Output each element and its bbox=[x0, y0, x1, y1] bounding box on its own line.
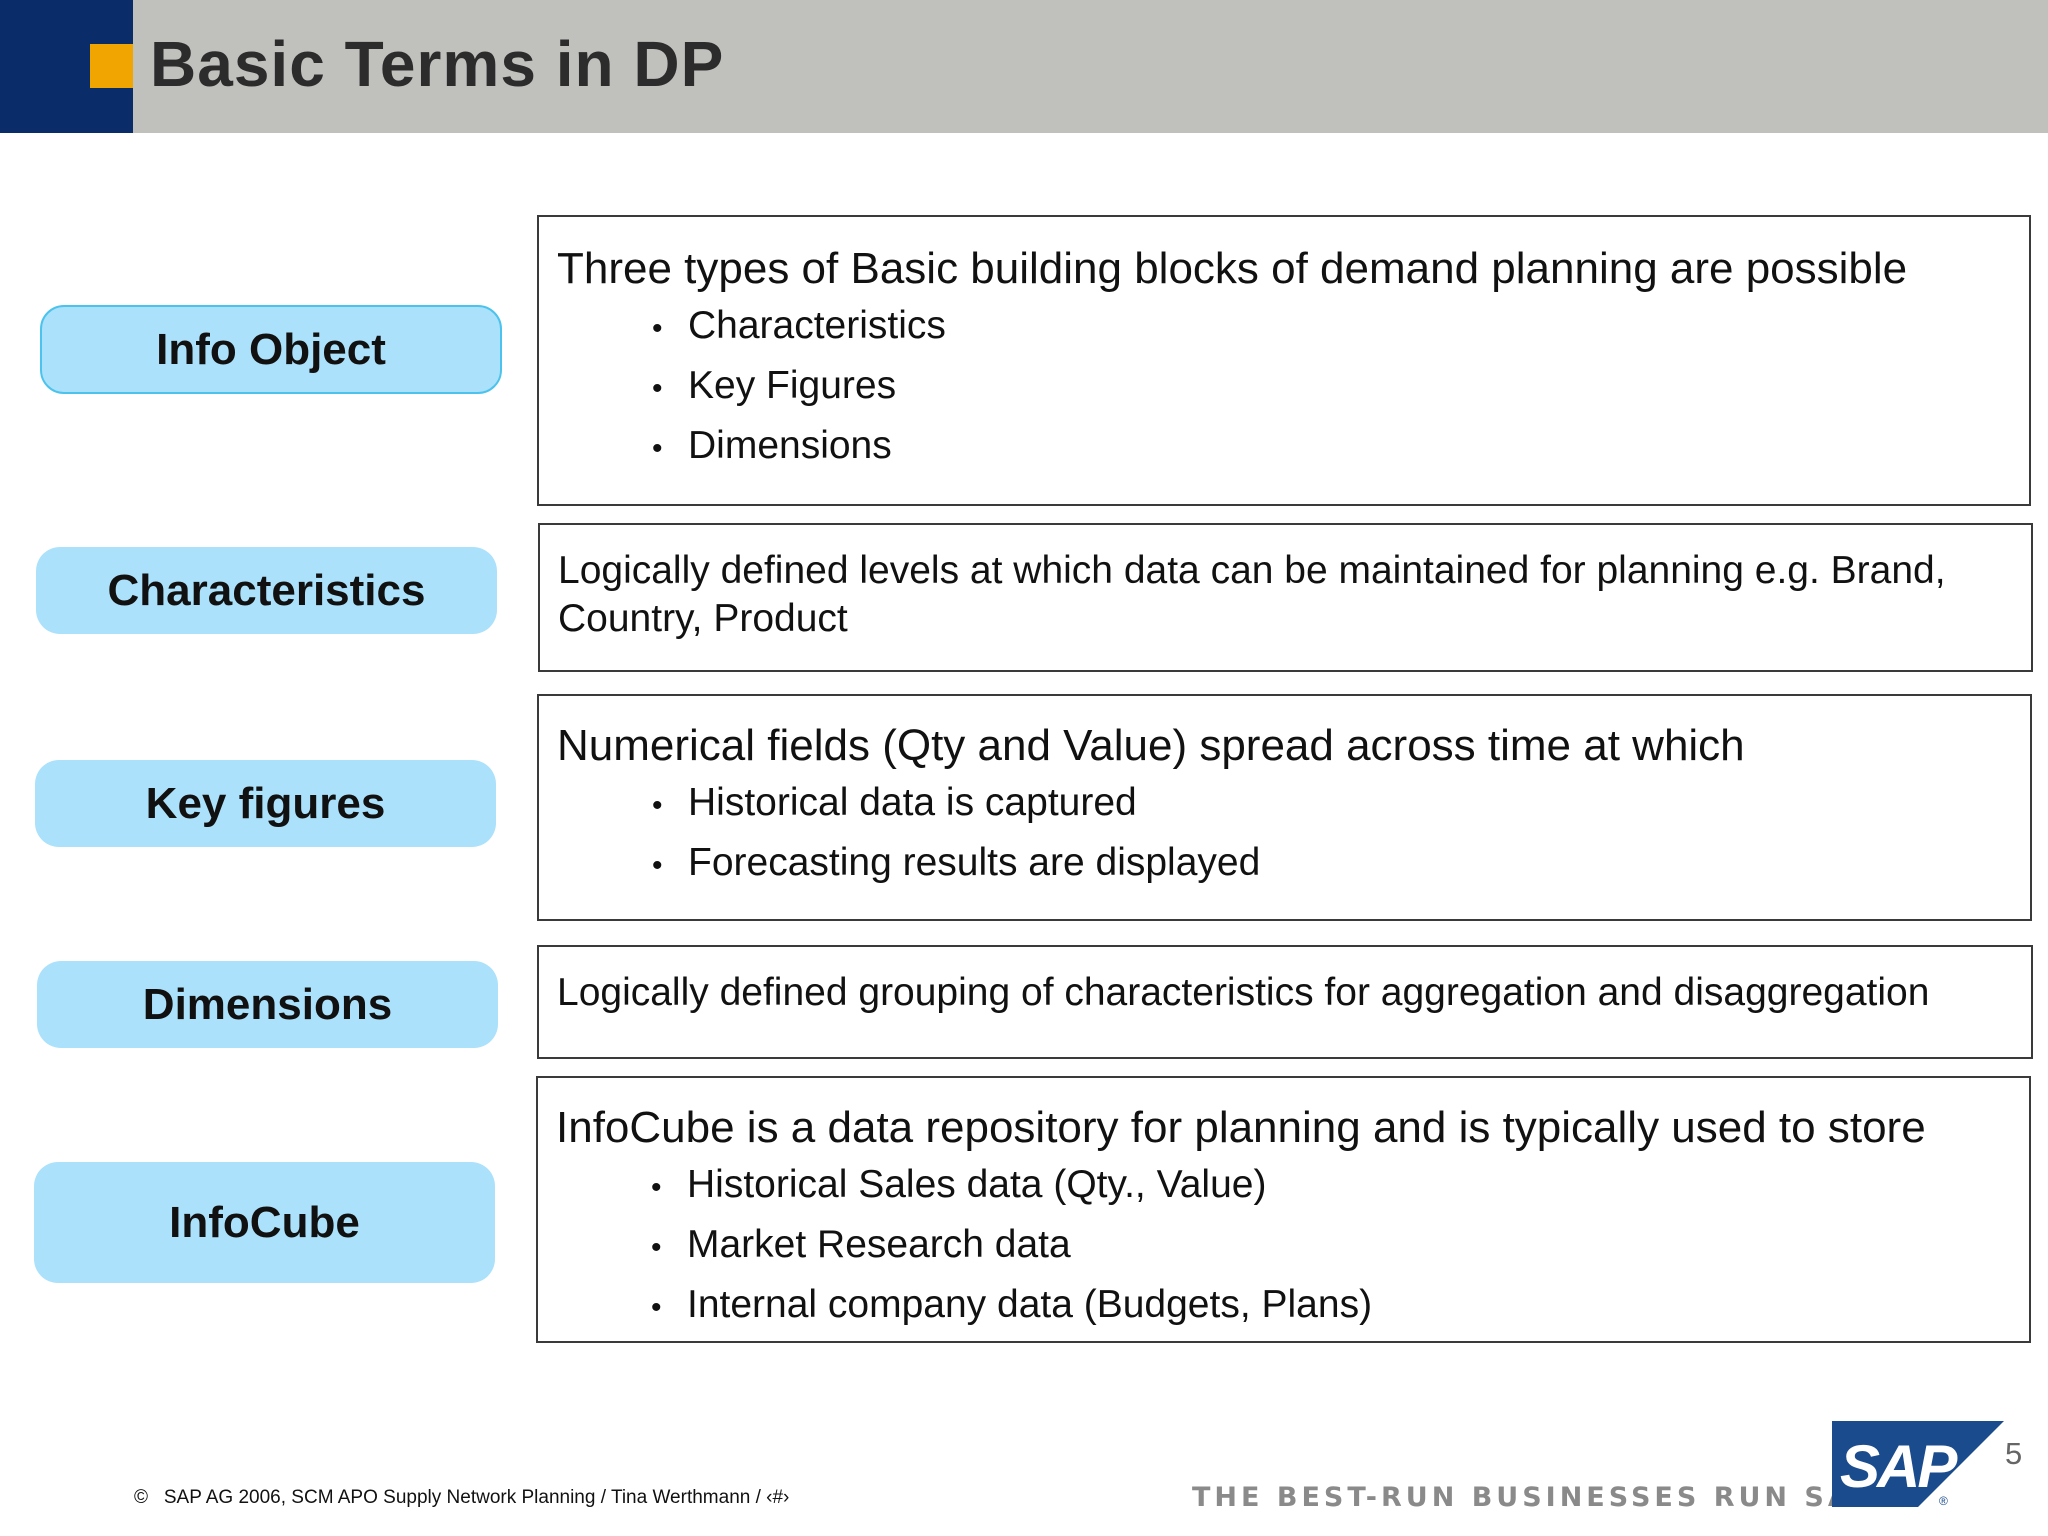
list-item: •Forecasting results are displayed bbox=[652, 841, 1261, 884]
list-item: •Historical data is captured bbox=[652, 781, 1137, 824]
definition-info-object: Three types of Basic building blocks of … bbox=[537, 215, 2031, 506]
definition-dimensions: Logically defined grouping of characteri… bbox=[537, 945, 2033, 1059]
definition-key-figures: Numerical fields (Qty and Value) spread … bbox=[537, 694, 2032, 921]
registered-mark: ® bbox=[1939, 1494, 1948, 1507]
page-number: 5 bbox=[2005, 1436, 2023, 1471]
definition-lead: InfoCube is a data repository for planni… bbox=[556, 1103, 1926, 1152]
list-item: •Market Research data bbox=[651, 1223, 1071, 1266]
term-infocube[interactable]: InfoCube bbox=[34, 1162, 495, 1283]
definition-characteristics: Logically defined levels at which data c… bbox=[538, 523, 2033, 672]
term-dimensions[interactable]: Dimensions bbox=[37, 961, 498, 1048]
list-item: •Historical Sales data (Qty., Value) bbox=[651, 1163, 1267, 1206]
page-title: Basic Terms in DP bbox=[150, 28, 725, 100]
term-label: Characteristics bbox=[107, 565, 426, 615]
term-label: InfoCube bbox=[169, 1197, 360, 1247]
list-item: •Characteristics bbox=[652, 304, 946, 347]
copyright-icon: © bbox=[134, 1487, 148, 1508]
definition-text: Logically defined grouping of characteri… bbox=[557, 971, 1930, 1014]
bullet-list: •Historical data is captured •Forecastin… bbox=[557, 774, 2012, 894]
term-label: Key figures bbox=[145, 778, 386, 828]
definition-lead: Numerical fields (Qty and Value) spread … bbox=[557, 721, 1745, 770]
term-info-object[interactable]: Info Object bbox=[40, 305, 502, 394]
header-accent-square bbox=[90, 44, 133, 88]
definition-text: Logically defined levels at which data c… bbox=[558, 549, 1946, 640]
header-band bbox=[0, 0, 2048, 133]
term-label: Dimensions bbox=[142, 979, 393, 1029]
sap-logo-text: SAP bbox=[1840, 1433, 1958, 1500]
footer-tagline: THE BEST-RUN BUSINESSES RUN SAP™ bbox=[1192, 1482, 1889, 1513]
list-item: •Internal company data (Budgets, Plans) bbox=[651, 1283, 1373, 1326]
term-key-figures[interactable]: Key figures bbox=[35, 760, 496, 847]
term-characteristics[interactable]: Characteristics bbox=[36, 547, 497, 634]
bullet-list: •Historical Sales data (Qty., Value) •Ma… bbox=[556, 1156, 2011, 1336]
list-item: •Dimensions bbox=[652, 424, 892, 467]
sap-logo: SAP ® bbox=[1832, 1421, 2004, 1507]
footer-copyright: © SAP AG 2006, SCM APO Supply Network Pl… bbox=[134, 1487, 790, 1508]
list-item: •Key Figures bbox=[652, 364, 897, 407]
bullet-list: •Characteristics •Key Figures •Dimension… bbox=[557, 297, 2011, 477]
definition-infocube: InfoCube is a data repository for planni… bbox=[536, 1076, 2031, 1343]
definition-lead: Three types of Basic building blocks of … bbox=[557, 244, 1908, 293]
term-label: Info Object bbox=[156, 324, 386, 374]
